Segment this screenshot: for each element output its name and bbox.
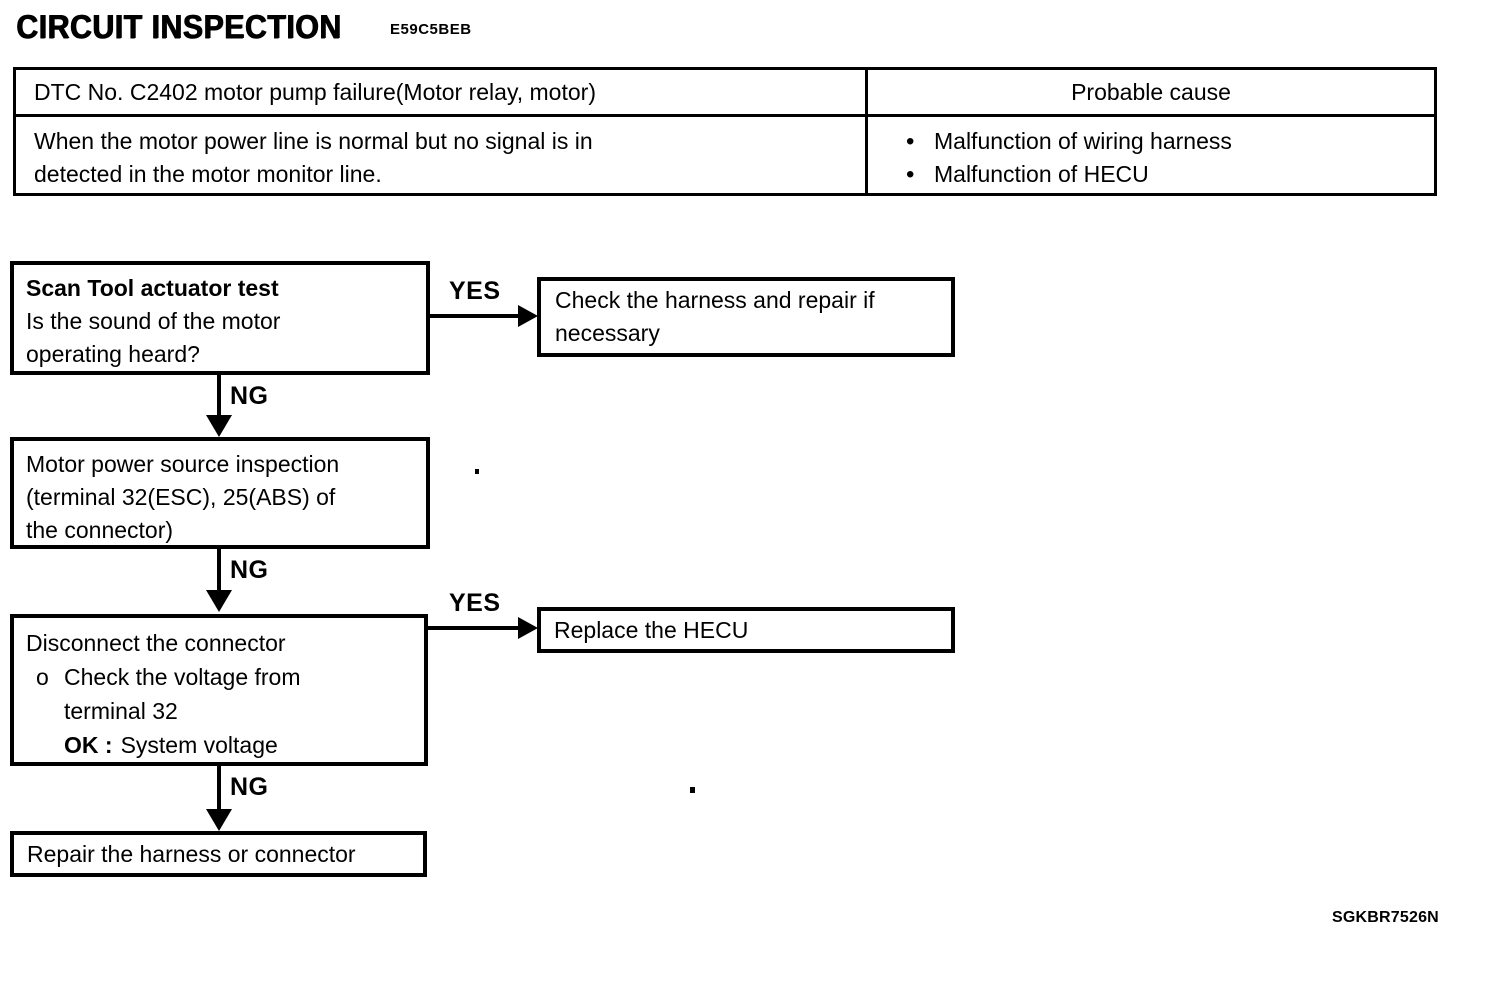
flow-box-line: necessary [555,320,660,346]
scan-speck [475,469,479,474]
cause-item: • Malfunction of HECU [868,158,1434,191]
arrowhead-right-icon [518,305,538,327]
bullet-icon: • [906,161,915,188]
connector-line [217,375,221,419]
branch-label-ng: NG [230,382,269,410]
flow-box-line: Check the harness and repair if [555,287,875,313]
arrowhead-down-icon [206,809,232,831]
ok-spec-label: OK : [64,732,113,758]
flow-box-line: Disconnect the connector [26,630,286,656]
flow-box-line: terminal 32 [64,698,178,724]
dtc-number-text: DTC No. C2402 motor pump failure(Motor r… [34,78,596,105]
probable-cause-list: • Malfunction of wiring harness • Malfun… [868,117,1434,193]
dtc-condition-cell: When the motor power line is normal but … [16,117,868,193]
flow-box-line: Is the sound of the motor [26,308,281,334]
dtc-condition-line2: detected in the motor monitor line. [34,161,382,187]
flow-box-motor-power-inspection: Motor power source inspection (terminal … [10,437,430,549]
arrowhead-down-icon [206,590,232,612]
page-title: CIRCUIT INSPECTION [16,8,342,45]
item-marker: o [36,664,49,690]
flow-box-line: operating heard? [26,341,200,367]
flow-box-replace-hecu: Replace the HECU [537,607,955,653]
dtc-table-body-row: When the motor power line is normal but … [16,117,1434,193]
dtc-condition-line1: When the motor power line is normal but … [34,128,593,154]
branch-label-ng: NG [230,773,269,801]
connector-line [217,766,221,811]
dtc-number-cell: DTC No. C2402 motor pump failure(Motor r… [16,70,868,114]
flow-box-line: OK : System voltage [26,728,416,762]
connector-line [428,626,520,630]
arrowhead-down-icon [206,415,232,437]
flow-box-line-text: Check the voltage from [64,664,301,690]
flow-box-line: Motor power source inspection [26,451,340,477]
connector-line [430,314,520,318]
branch-label-yes: YES [449,589,501,617]
figure-code: SGKBR7526N [1332,909,1439,926]
cause-text: Malfunction of HECU [934,161,1149,187]
cause-item: • Malfunction of wiring harness [868,125,1434,158]
branch-label-ng: NG [230,556,269,584]
flow-box-line: o Check the voltage from [26,660,416,694]
dtc-table-header-row: DTC No. C2402 motor pump failure(Motor r… [16,70,1434,117]
arrowhead-right-icon [518,617,538,639]
cause-text: Malfunction of wiring harness [934,128,1232,154]
flow-box-check-harness: Check the harness and repair if necessar… [537,277,955,357]
flow-box-scan-tool-test: Scan Tool actuator test Is the sound of … [10,261,430,375]
flow-box-line: (terminal 32(ESC), 25(ABS) of [26,484,336,510]
branch-label-yes: YES [449,277,501,305]
ok-spec-value: System voltage [120,732,278,758]
probable-cause-header-text: Probable cause [1071,78,1231,105]
scan-speck [690,787,695,793]
flow-box-line: Replace the HECU [554,616,749,643]
probable-cause-header-cell: Probable cause [868,70,1434,114]
flow-box-disconnect-connector: Disconnect the connector o Check the volt… [10,614,428,766]
flow-box-line: Repair the harness or connector [27,840,356,867]
flow-box-title: Scan Tool actuator test [26,275,279,301]
flow-box-line: the connector) [26,517,174,543]
flow-box-repair-harness: Repair the harness or connector [10,831,427,877]
connector-line [217,549,221,592]
bullet-icon: • [906,128,915,155]
dtc-table: DTC No. C2402 motor pump failure(Motor r… [13,67,1437,196]
section-code: E59C5BEB [390,21,472,38]
